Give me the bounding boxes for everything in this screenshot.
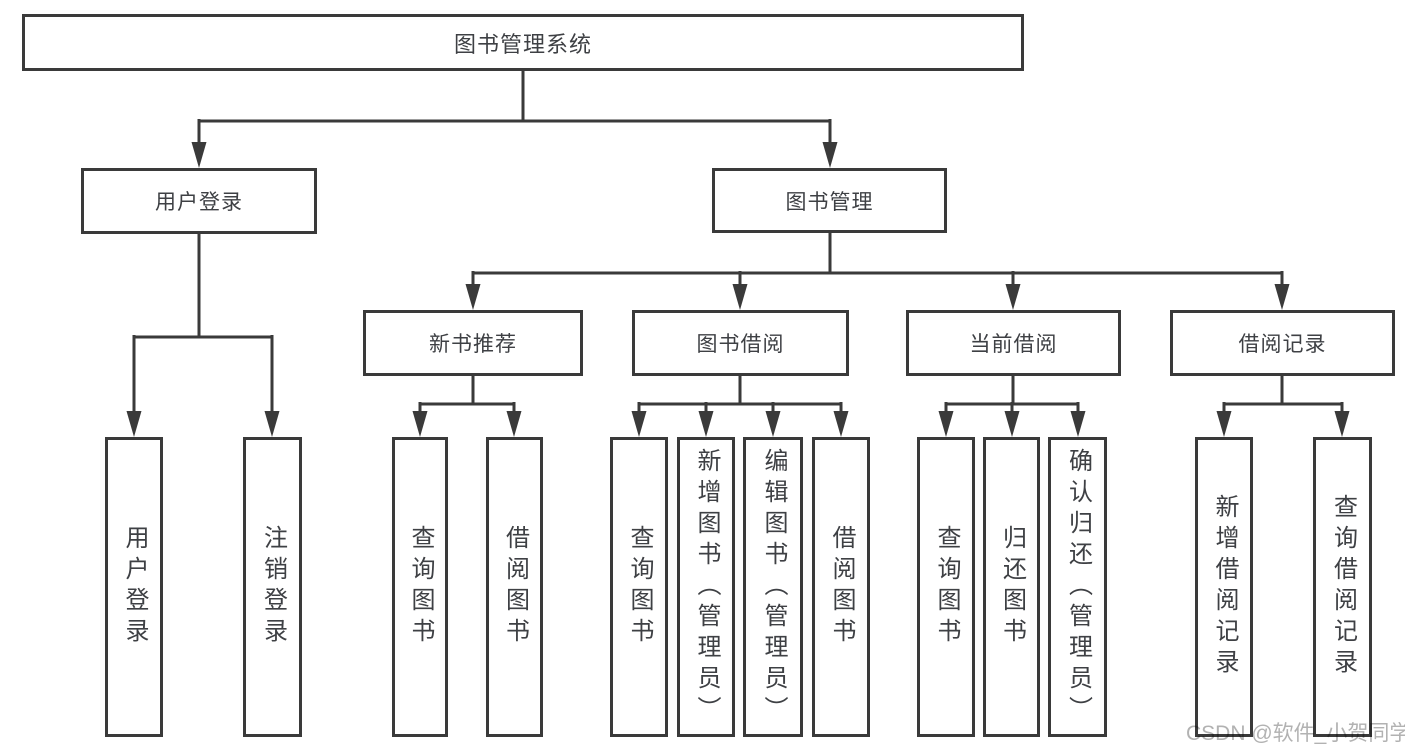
node-new-book-recommend: 新书推荐 xyxy=(363,310,583,376)
leaf-logout: 注销登录 xyxy=(243,437,302,737)
leaf-query-books-current: 查询图书 xyxy=(917,437,975,737)
leaf-add-books-admin: 新增图书（管理员） xyxy=(677,437,735,737)
node-book-management: 图书管理 xyxy=(712,168,947,233)
node-book-borrowing: 图书借阅 xyxy=(632,310,849,376)
leaf-query-books-borrowing: 查询图书 xyxy=(610,437,668,737)
leaf-query-books-recommend: 查询图书 xyxy=(392,437,448,737)
leaf-return-books: 归还图书 xyxy=(983,437,1040,737)
node-user-login: 用户登录 xyxy=(81,168,317,234)
node-borrow-records: 借阅记录 xyxy=(1170,310,1395,376)
node-current-borrowing: 当前借阅 xyxy=(906,310,1121,376)
leaf-edit-books-admin: 编辑图书（管理员） xyxy=(743,437,803,737)
leaf-add-borrow-record: 新增借阅记录 xyxy=(1195,437,1253,737)
leaf-borrow-books-recommend: 借阅图书 xyxy=(486,437,543,737)
node-root: 图书管理系统 xyxy=(22,14,1024,71)
watermark: CSDN @软件_小贺同学 xyxy=(1186,722,1405,745)
leaf-user-login: 用户登录 xyxy=(105,437,163,737)
leaf-query-borrow-record: 查询借阅记录 xyxy=(1313,437,1372,737)
leaf-borrow-books-borrowing: 借阅图书 xyxy=(812,437,870,737)
leaf-confirm-return-admin: 确认归还（管理员） xyxy=(1048,437,1107,737)
